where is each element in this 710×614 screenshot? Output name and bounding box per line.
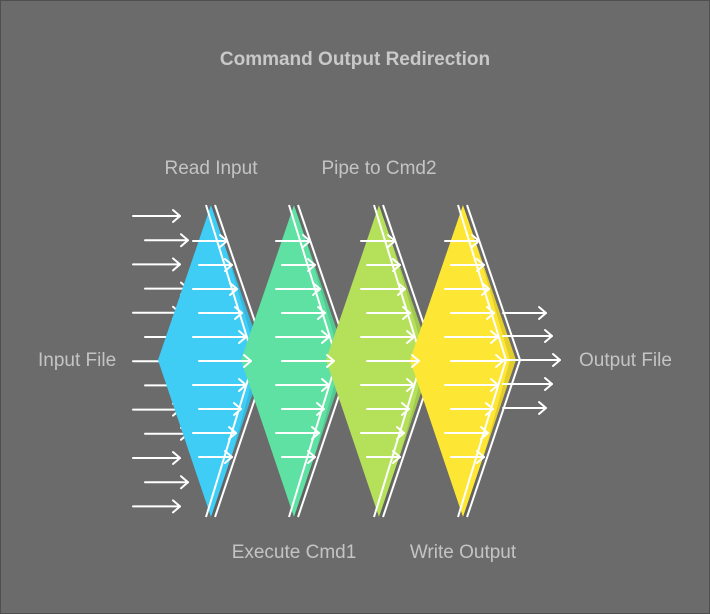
flow-arrow [444, 426, 489, 440]
flow-arrow [275, 426, 320, 440]
flow-arrow [275, 234, 311, 248]
input-arrow [144, 233, 189, 248]
stage-label-pipe-to-cmd2: Pipe to Cmd2 [321, 158, 437, 179]
input-arrow [132, 209, 181, 223]
input-arrow [132, 402, 181, 417]
flow-arrow [360, 378, 415, 392]
flow-arrow [281, 450, 316, 464]
flow-arrow [192, 234, 228, 248]
flow-arrow [198, 450, 233, 464]
flow-arrow [444, 282, 490, 296]
flow-arrow [366, 306, 411, 320]
input-arrow [144, 475, 189, 490]
output-arrows [502, 306, 561, 415]
flow-arrow [450, 258, 485, 272]
between-arrows [192, 234, 504, 464]
flow-arrow [281, 258, 316, 272]
flow-arrow [192, 330, 247, 344]
output-arrow [502, 377, 553, 391]
flow-arrow [450, 306, 495, 320]
input-arrow [132, 257, 181, 272]
output-arrow [502, 329, 553, 343]
stage-label-execute-cmd1: Execute Cmd1 [231, 542, 357, 563]
diagram-title: Command Output Redirection [219, 49, 491, 70]
flow-arrow [281, 402, 325, 416]
flow-arrow [281, 306, 326, 320]
flow-arrow [360, 426, 405, 440]
flow-arrow [444, 330, 499, 344]
flow-arrow [198, 354, 252, 368]
output-arrow [502, 306, 547, 320]
flow-arrow [366, 450, 401, 464]
flow-arrow [360, 330, 415, 344]
flow-arrow [275, 330, 330, 344]
flow-arrow [192, 426, 237, 440]
flow-arrow [366, 258, 401, 272]
flow-arrow [366, 354, 420, 368]
flow-arrow [275, 378, 330, 392]
flow-arrow [198, 258, 233, 272]
flow-arrow [198, 402, 242, 416]
flow-arrow [450, 450, 485, 464]
output-file-label: Output File [579, 350, 672, 371]
stage-label-read-input: Read Input [164, 158, 258, 179]
flow-arrow [450, 402, 494, 416]
flow-arrow [192, 282, 238, 296]
output-arrow [502, 401, 547, 415]
flow-arrow [198, 306, 243, 320]
flow-arrow [192, 378, 247, 392]
flow-arrow [444, 234, 480, 248]
flow-arrow [275, 282, 321, 296]
flow-arrow [444, 378, 499, 392]
stage-label-write-output: Write Output [409, 542, 517, 563]
input-arrow [132, 499, 181, 514]
input-arrow [132, 451, 181, 465]
flow-arrow [360, 282, 406, 296]
flow-arrow [366, 402, 410, 416]
flow-arrow [281, 354, 335, 368]
input-file-label: Input File [38, 350, 117, 371]
flow-arrow [360, 234, 396, 248]
output-arrow [502, 353, 561, 367]
